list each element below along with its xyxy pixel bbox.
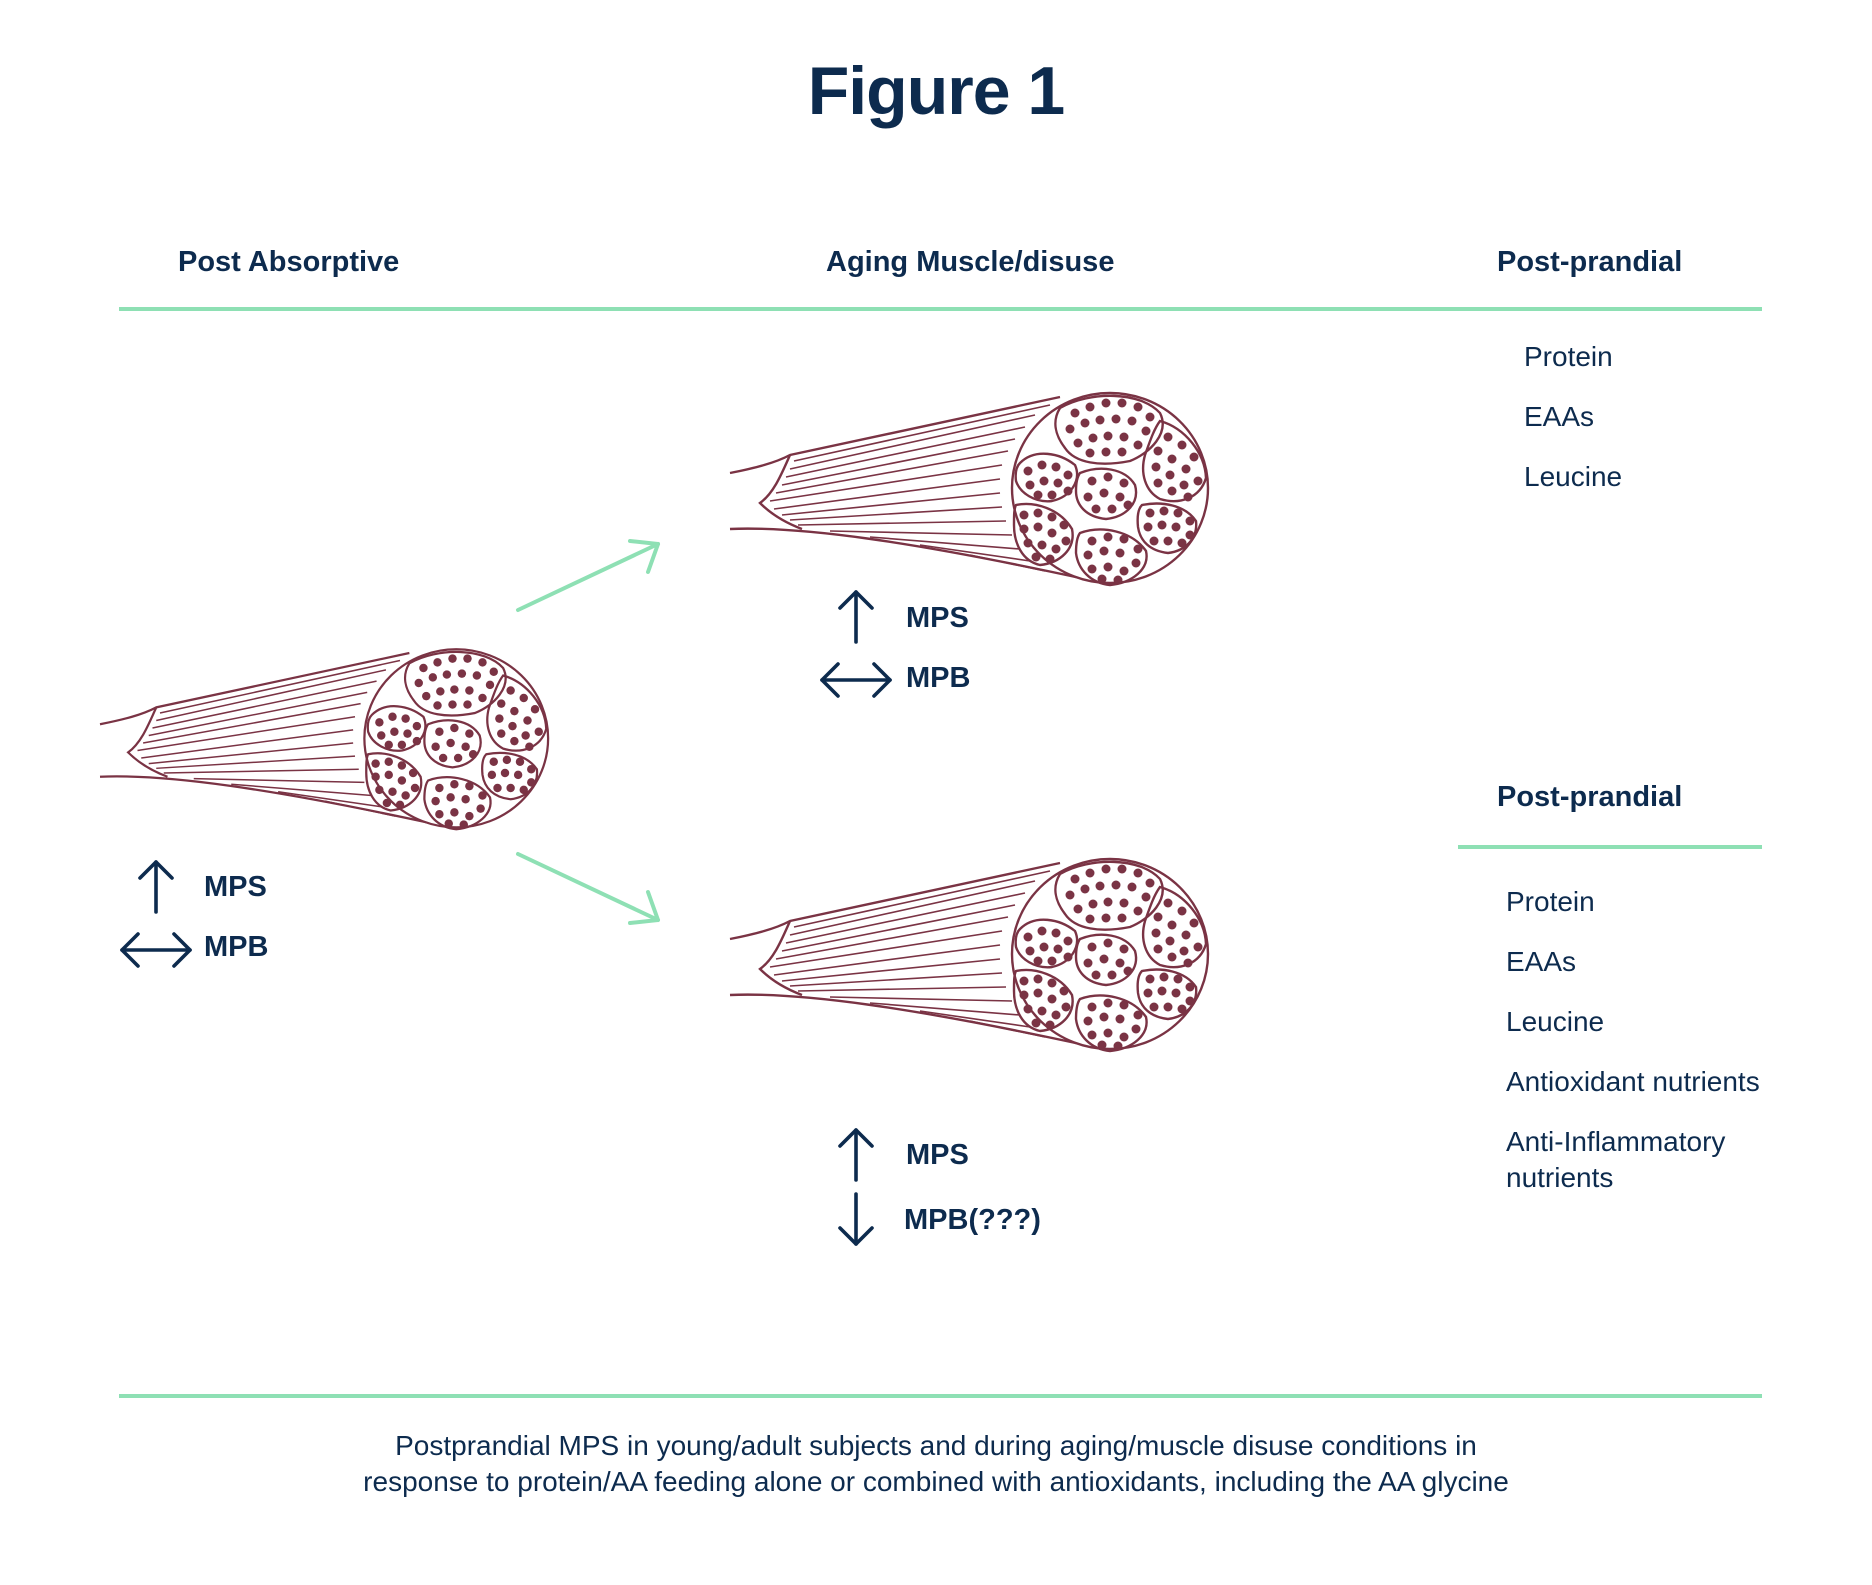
post-prandial-divider: [1458, 845, 1762, 849]
column-heading-post-prandial: Post-prandial: [1497, 246, 1683, 278]
top-mpb-both-arrow-icon: [820, 662, 892, 698]
top-mps-label: MPS: [906, 602, 969, 634]
left-mps-up-arrow-icon: [138, 860, 174, 914]
footer-divider: [119, 1394, 1762, 1398]
nutrient-leucine: Leucine: [1524, 461, 1623, 492]
nutrient-protein: Protein: [1524, 341, 1613, 372]
figure-caption: Postprandial MPS in young/adult subjects…: [0, 1428, 1872, 1500]
left-mpb-label: MPB: [204, 931, 269, 963]
bottom-mpb-down-arrow-icon: [838, 1192, 874, 1246]
bottom-mps-label: MPS: [906, 1139, 969, 1171]
muscle-bundle-top: [728, 391, 1210, 587]
nutrient-anti-inflammatory-cont: nutrients: [1506, 1162, 1614, 1193]
nutrient-eaas-2: EAAs: [1506, 946, 1577, 977]
top-mpb-label: MPB: [906, 662, 971, 694]
bottom-mpb-label: MPB(???): [904, 1204, 1041, 1236]
arrow-to-top: [516, 539, 660, 612]
nutrient-protein-2: Protein: [1506, 886, 1595, 917]
caption-line-2: response to protein/AA feeding alone or …: [363, 1466, 1509, 1497]
nutrient-leucine-2: Leucine: [1506, 1006, 1605, 1037]
nutrient-eaas: EAAs: [1524, 401, 1595, 432]
left-mpb-both-arrow-icon: [120, 932, 192, 968]
bottom-mps-up-arrow-icon: [838, 1128, 874, 1182]
column-heading-post-absorptive: Post Absorptive: [178, 246, 400, 278]
caption-line-1: Postprandial MPS in young/adult subjects…: [395, 1430, 1477, 1461]
arrow-to-bottom: [516, 852, 660, 925]
muscle-bundle-bottom: [730, 859, 1208, 1051]
post-prandial-heading-2: Post-prandial: [1497, 781, 1683, 813]
nutrient-anti-inflammatory: Anti-Inflammatory: [1506, 1126, 1726, 1157]
column-heading-aging-muscle: Aging Muscle/disuse: [826, 246, 1115, 278]
nutrient-antioxidant: Antioxidant nutrients: [1506, 1066, 1760, 1097]
figure-title: Figure 1: [807, 53, 1066, 129]
left-mps-label: MPS: [204, 871, 267, 903]
top-mps-up-arrow-icon: [838, 590, 874, 644]
muscle-bundle-post-absorptive: [98, 648, 550, 831]
header-divider: [119, 307, 1762, 311]
